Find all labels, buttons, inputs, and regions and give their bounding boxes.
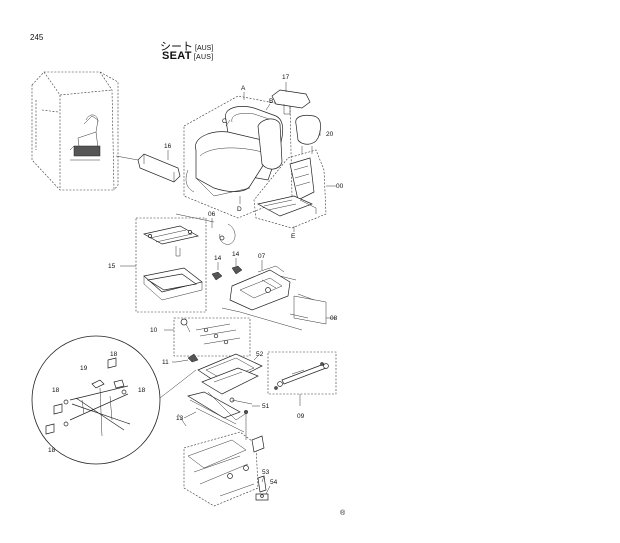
detail-circle xyxy=(31,335,197,465)
shafts-10 xyxy=(173,317,251,357)
seat-frame-00 xyxy=(253,149,327,229)
callout-13: 13 xyxy=(176,415,184,422)
callout-B: B xyxy=(269,98,273,105)
page-number: 245 xyxy=(30,33,44,42)
cable-06 xyxy=(219,223,236,245)
callout-18c: 18 xyxy=(138,387,146,394)
callout-18a: 18 xyxy=(110,351,118,358)
callout-A: A xyxy=(241,85,246,92)
seat-assembly xyxy=(183,95,293,219)
callout-06: 06 xyxy=(208,211,216,218)
leader-lines xyxy=(120,82,336,495)
callout-18b: 18 xyxy=(52,387,60,394)
callout-07: 07 xyxy=(258,253,266,260)
title-english: SEAT[AUS] xyxy=(162,50,214,62)
title-en-tag: [AUS] xyxy=(193,54,214,61)
bracket-07 xyxy=(229,265,291,311)
slide-rails-15 xyxy=(135,213,215,313)
callout-08: 08 xyxy=(330,315,338,322)
callout-E: E xyxy=(291,233,296,240)
armrest-17 xyxy=(271,89,311,115)
bolts-08 xyxy=(221,275,327,331)
callout-16: 16 xyxy=(164,143,172,150)
callout-14a: 14 xyxy=(214,255,222,262)
callout-54: 54 xyxy=(270,479,278,486)
callout-11: 11 xyxy=(162,359,169,366)
suspension-base xyxy=(177,391,253,433)
callout-19: 19 xyxy=(80,365,88,372)
footer-mark: ® xyxy=(340,509,346,517)
title-japanese: シート[AUS] xyxy=(160,38,213,54)
callout-52: 52 xyxy=(256,351,264,358)
machine-cab-overview xyxy=(31,71,119,191)
title-jp-tag: [AUS] xyxy=(195,45,214,52)
callout-00: 00 xyxy=(336,183,344,190)
callout-53: 53 xyxy=(262,469,270,476)
callout-15: 15 xyxy=(108,263,116,270)
parts-53-54 xyxy=(255,475,269,501)
headrest-20 xyxy=(295,114,321,154)
callout-09: 09 xyxy=(297,413,305,420)
callout-10: 10 xyxy=(150,327,158,334)
lower-frame xyxy=(183,409,265,507)
callout-14b: 14 xyxy=(232,251,240,258)
callout-17: 17 xyxy=(282,74,290,81)
nuts-14 xyxy=(211,265,243,281)
damper-09 xyxy=(267,351,337,395)
callout-18d: 18 xyxy=(48,447,56,454)
callout-20: 20 xyxy=(326,131,334,138)
callout-51: 51 xyxy=(262,403,270,410)
callout-D: D xyxy=(237,206,242,213)
armrest-16 xyxy=(115,153,181,183)
suspension-plate-52 xyxy=(175,353,263,395)
callout-C: C xyxy=(222,118,227,125)
title-jp-text: シート xyxy=(160,41,193,53)
title-en-text: SEAT xyxy=(162,50,192,62)
